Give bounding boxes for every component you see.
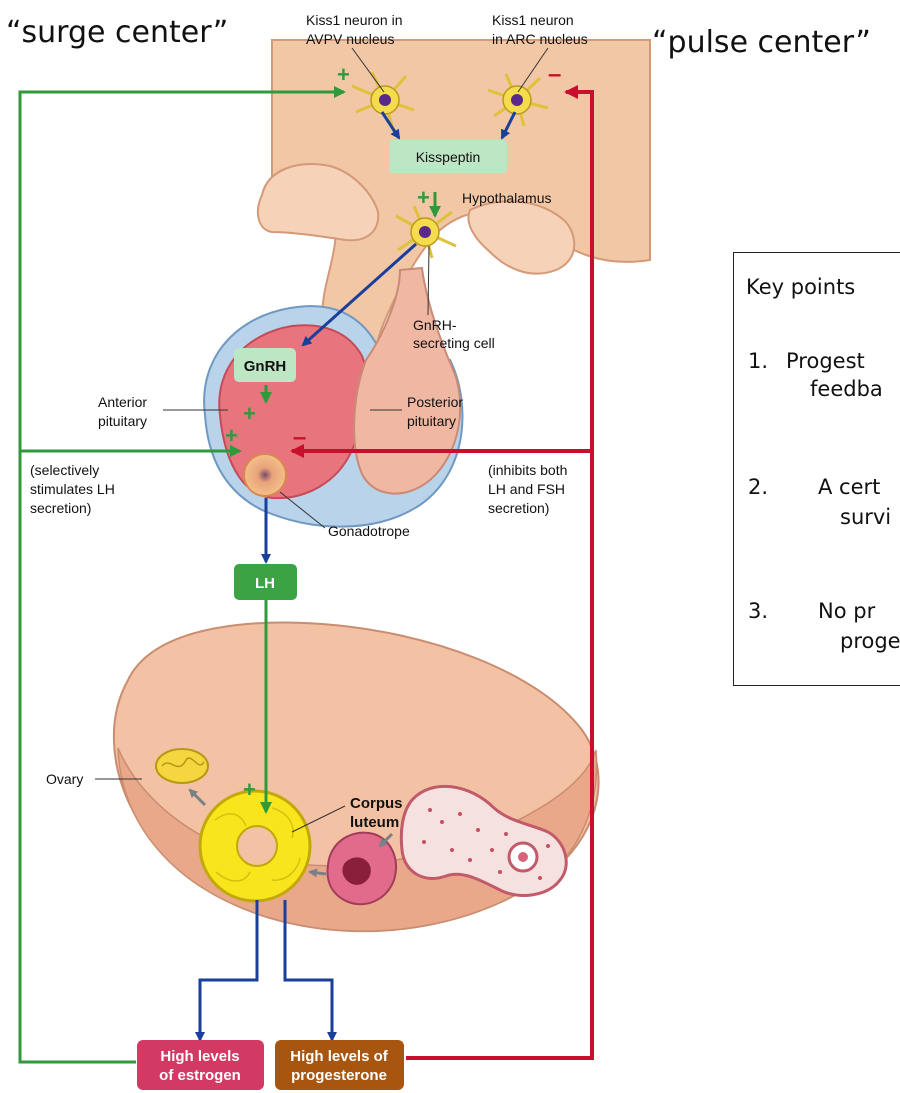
key-points-box: Key points 1. Progest feedba 2. A cert s… — [733, 252, 900, 686]
gnrh-secreting-neuron — [395, 205, 457, 259]
ovary-label: Ovary — [46, 771, 83, 787]
gonadotrope-cell — [243, 453, 287, 497]
plus-sign-avpv: + — [337, 62, 350, 87]
gnrh-box: GnRH — [234, 348, 296, 382]
progesterone-box: High levels of progesterone — [275, 1040, 404, 1090]
corpus-luteum-lobes — [214, 807, 301, 882]
key-point-3-line2: proge — [840, 629, 900, 653]
estrogen-label-line2: of estrogen — [159, 1067, 241, 1084]
selective-note-line3: secretion) — [30, 500, 91, 516]
minus-sign-progesterone: – — [293, 424, 306, 451]
lh-box: LH — [234, 564, 297, 600]
corpus-luteum-label-line2: luteum — [350, 814, 399, 831]
key-point-1-line1: Progest — [786, 349, 865, 373]
key-point-2-line1: A cert — [818, 475, 881, 499]
kiss1-neuron-arc — [487, 73, 549, 127]
estrogen-label-line1: High levels — [160, 1048, 239, 1065]
posterior-pituitary-label-line2: pituitary — [407, 413, 456, 429]
gnrh-cell-label-line2: secreting cell — [413, 335, 495, 351]
progesterone-label-line1: High levels of — [290, 1048, 389, 1065]
kisspeptin-box: Kisspeptin — [389, 140, 507, 173]
plus-sign-estrogen: + — [225, 423, 238, 448]
lh-label: LH — [255, 575, 275, 592]
gonadotrope-label: Gonadotrope — [328, 523, 410, 539]
plus-sign-corpus-luteum: + — [243, 777, 256, 802]
key-point-1-line2: feedba — [810, 377, 883, 401]
degenerating-follicle-lines — [161, 757, 205, 768]
key-point-1-number: 1. — [748, 349, 769, 373]
inhibits-note-line2: LH and FSH — [488, 481, 565, 497]
corpus-luteum-center — [236, 825, 278, 867]
kiss1-avpv-label-line1: Kiss1 neuron in — [306, 12, 403, 28]
minus-sign-arc: – — [548, 61, 561, 88]
posterior-pituitary — [353, 266, 462, 495]
anterior-pituitary-label-line1: Anterior — [98, 394, 147, 410]
kiss1-arc-label-line2: in ARC nucleus — [492, 31, 588, 47]
estrogen-box: High levels of estrogen — [137, 1040, 264, 1090]
anterior-pituitary-label-line2: pituitary — [98, 413, 147, 429]
gnrh-label: GnRH — [244, 358, 287, 375]
optic-chiasm — [256, 163, 380, 242]
progesterone-label-line2: progesterone — [291, 1067, 387, 1084]
kiss1-avpv-label-line2: AVPV nucleus — [306, 31, 394, 47]
pulse-center-heading: “pulse center” — [652, 25, 871, 60]
key-point-3-number: 3. — [748, 599, 769, 623]
selective-note-line2: stimulates LH — [30, 481, 115, 497]
selective-note-line1: (selectively — [30, 462, 99, 478]
posterior-pituitary-label-line1: Posterior — [407, 394, 463, 410]
inhibits-note-line3: secretion) — [488, 500, 549, 516]
gnrh-cell-label-line1: GnRH- — [413, 317, 457, 333]
kiss1-arc-label-line1: Kiss1 neuron — [492, 12, 574, 28]
surge-center-heading: “surge center” — [6, 15, 228, 50]
key-point-3-line1: No pr — [818, 599, 876, 623]
corpus-luteum-label-line1: Corpus — [350, 795, 403, 812]
brain-fold — [467, 200, 576, 275]
plus-sign-gnrh-neuron: + — [417, 185, 430, 210]
hypothalamus-label: Hypothalamus — [462, 190, 552, 206]
inhibits-note-line1: (inhibits both — [488, 462, 567, 478]
key-point-2-number: 2. — [748, 475, 769, 499]
key-point-2-line2: survi — [840, 505, 892, 529]
kisspeptin-label: Kisspeptin — [416, 149, 481, 165]
key-points-title: Key points — [746, 275, 856, 299]
plus-sign-pituitary: + — [243, 401, 256, 426]
